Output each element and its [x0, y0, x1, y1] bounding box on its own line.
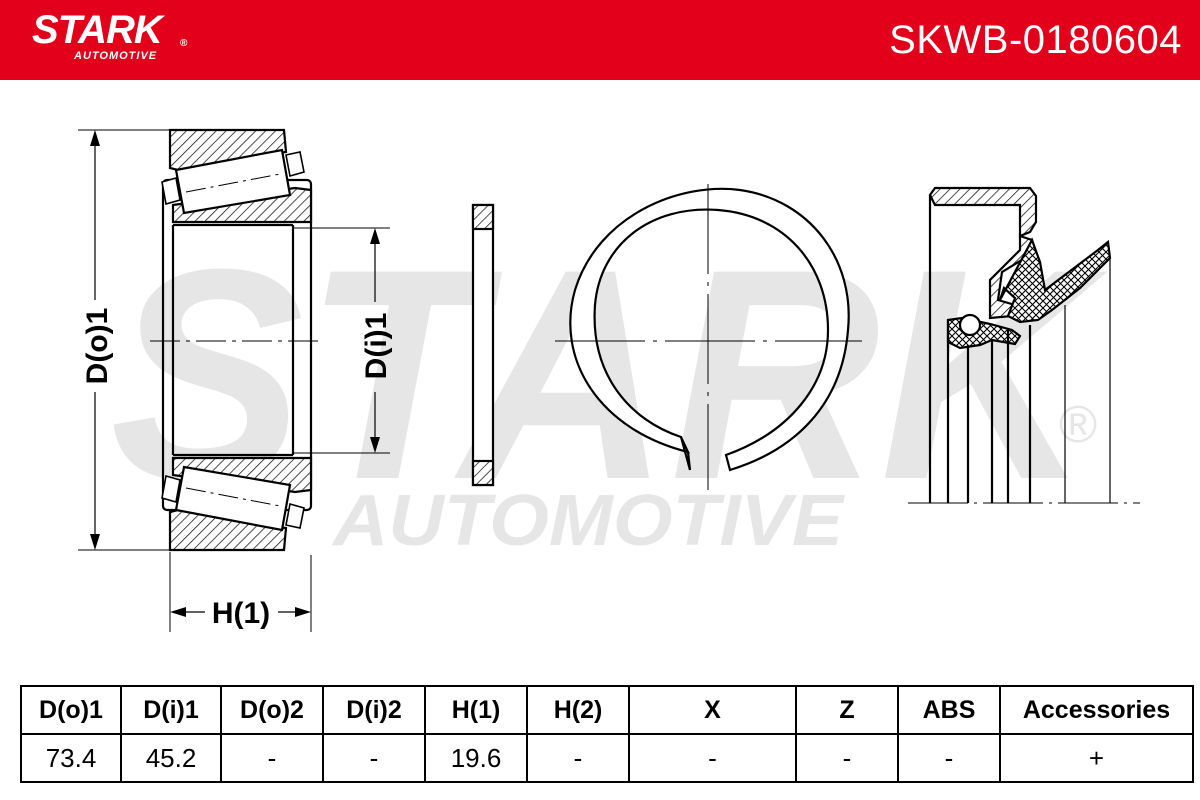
logo-registered-mark: ®: [180, 38, 188, 49]
value-cell: -: [220, 733, 324, 783]
label-height: H(1): [212, 597, 270, 630]
value-cell: 19.6: [424, 733, 528, 783]
value-cell: -: [897, 733, 1001, 783]
value-cell: -: [322, 733, 426, 783]
value-cell: -: [628, 733, 797, 783]
logo-main-text: STARK: [32, 8, 163, 52]
header-cell: H(2): [526, 685, 630, 735]
spec-header-row: D(o)1 D(i)1 D(o)2 D(i)2 H(1) H(2) X Z AB…: [20, 685, 1194, 735]
spec-table: D(o)1 D(i)1 D(o)2 D(i)2 H(1) H(2) X Z AB…: [20, 685, 1194, 783]
value-cell: 73.4: [20, 733, 122, 783]
value-cell: +: [999, 733, 1194, 783]
circlip-drawing: [555, 184, 862, 490]
stark-logo: STARK AUTOMOTIVE ®: [32, 8, 187, 62]
technical-drawing: STARK AUTOMOTIVE ®: [78, 128, 1140, 632]
header-cell: D(i)1: [120, 685, 222, 735]
watermark-sub: AUTOMOTIVE: [331, 481, 845, 561]
dimension-inner-diameter: [292, 227, 390, 454]
value-cell: -: [795, 733, 899, 783]
value-cell: -: [526, 733, 630, 783]
header-bar: STARK AUTOMOTIVE ® SKWB-0180604: [0, 0, 1200, 80]
label-inner-diameter: D(i)1: [360, 313, 393, 380]
logo-sub-text: AUTOMOTIVE: [74, 50, 158, 62]
label-outer-diameter: D(o)1: [81, 308, 114, 385]
tapered-bearing-drawing: [78, 128, 390, 632]
spacer-ring-drawing: [471, 203, 495, 487]
header-cell: D(o)1: [20, 685, 122, 735]
shaft-seal-drawing: [908, 186, 1140, 504]
dimension-height: [169, 552, 312, 632]
header-cell: D(o)2: [220, 685, 324, 735]
header-cell: Accessories: [999, 685, 1194, 735]
header-cell: H(1): [424, 685, 528, 735]
part-number: SKWB-0180604: [889, 18, 1182, 62]
value-cell: 45.2: [120, 733, 222, 783]
header-cell: D(i)2: [322, 685, 426, 735]
spec-value-row: 73.4 45.2 - - 19.6 - - - - +: [20, 733, 1194, 783]
header-cell: Z: [795, 685, 899, 735]
header-cell: ABS: [897, 685, 1001, 735]
header-cell: X: [628, 685, 797, 735]
